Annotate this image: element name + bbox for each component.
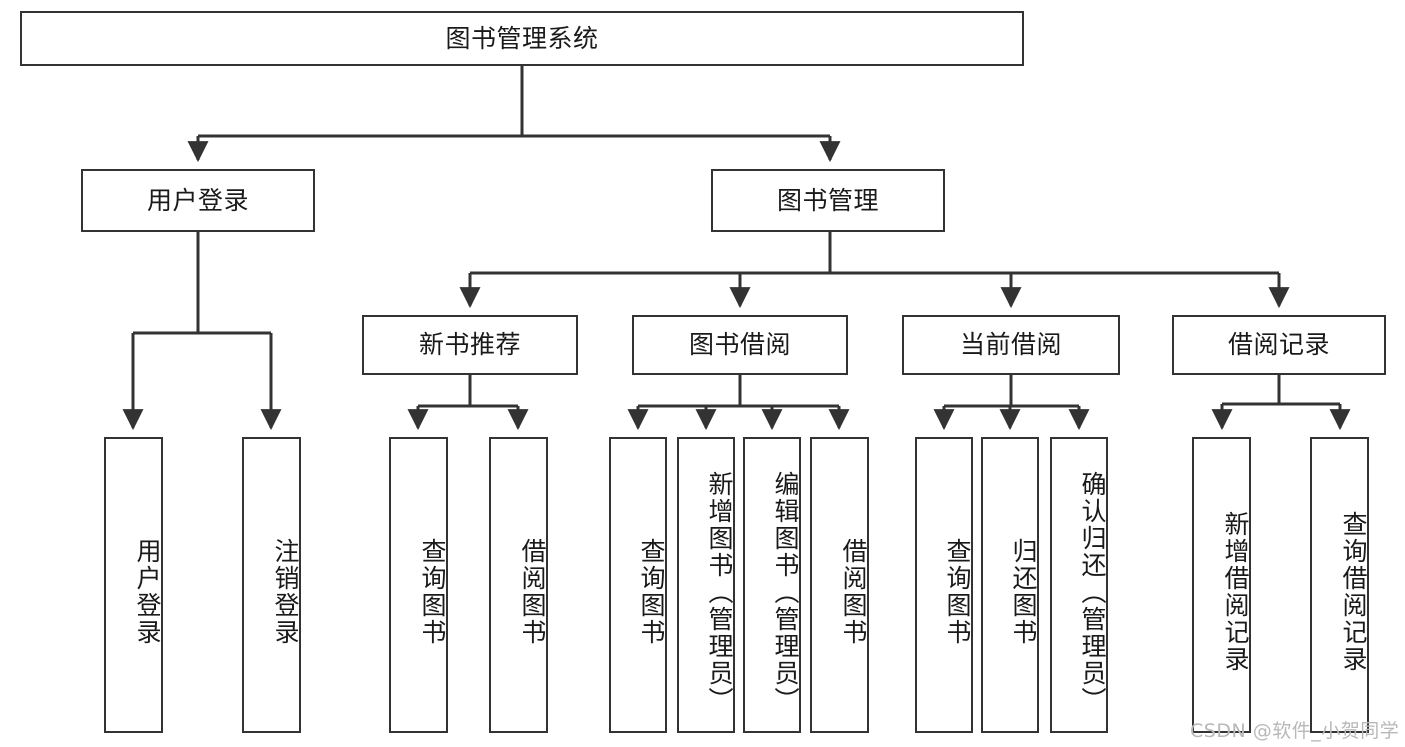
node-label: 新增图书（管理员） [705,470,734,714]
node-leaf-user-login[interactable]: 用户登录 [104,437,163,733]
node-leaf-query-book-current[interactable]: 查询图书 [915,437,973,733]
node-new-book-recommend[interactable]: 新书推荐 [362,315,578,375]
node-leaf-add-book[interactable]: 新增图书（管理员） [677,437,735,733]
node-label: 图书借阅 [688,330,791,359]
node-label: 查询图书 [418,538,447,646]
node-borrow-record[interactable]: 借阅记录 [1172,315,1386,375]
node-label: 注销登录 [271,538,300,646]
node-label: 用户登录 [146,185,249,215]
node-label: 当前借阅 [959,330,1062,359]
node-leaf-borrow-book-rec[interactable]: 借阅图书 [489,437,548,733]
node-leaf-return-book[interactable]: 归还图书 [981,437,1039,733]
node-label: 查询图书 [637,538,666,646]
node-user-login[interactable]: 用户登录 [81,169,315,232]
node-label: 查询图书 [943,538,972,646]
node-label: 查询借阅记录 [1339,511,1368,673]
node-leaf-confirm-return[interactable]: 确认归还（管理员） [1050,437,1108,733]
node-label: 借阅图书 [839,538,868,646]
node-leaf-edit-book[interactable]: 编辑图书（管理员） [743,437,801,733]
node-current-borrow[interactable]: 当前借阅 [902,315,1120,375]
node-book-manage[interactable]: 图书管理 [711,169,945,232]
node-leaf-add-borrow-record[interactable]: 新增借阅记录 [1192,437,1251,733]
node-label: 图书管理系统 [445,23,599,53]
node-label: 归还图书 [1009,538,1038,646]
node-leaf-query-book-rec[interactable]: 查询图书 [389,437,448,733]
node-label: 新书推荐 [418,330,521,359]
node-label: 图书管理 [776,185,879,215]
node-label: 新增借阅记录 [1221,511,1250,673]
node-label: 借阅记录 [1227,330,1330,359]
node-label: 编辑图书（管理员） [771,470,800,714]
node-book-borrow[interactable]: 图书借阅 [632,315,848,375]
node-leaf-query-borrow-record[interactable]: 查询借阅记录 [1310,437,1369,733]
node-label: 借阅图书 [518,538,547,646]
node-label: 确认归还（管理员） [1078,470,1107,714]
node-leaf-logout[interactable]: 注销登录 [242,437,301,733]
watermark-text: CSDN @软件_小贺同学 [1190,720,1400,742]
node-book-management-system[interactable]: 图书管理系统 [20,11,1024,66]
node-leaf-borrow-book[interactable]: 借阅图书 [810,437,869,733]
node-label: 用户登录 [133,538,162,646]
node-leaf-query-book-borrow[interactable]: 查询图书 [609,437,667,733]
